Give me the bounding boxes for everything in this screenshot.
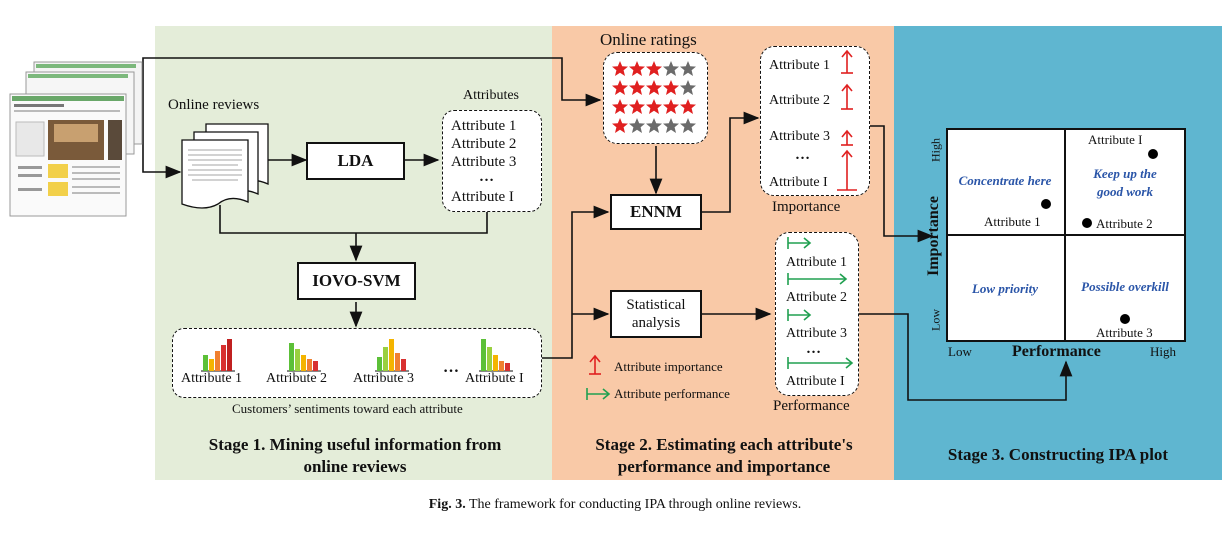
ipa-x-high: High: [1150, 344, 1176, 359]
website-screenshots: [9, 61, 143, 217]
quadrant-concentrate-here: Concentrate here: [958, 173, 1052, 188]
performance-ellipsis: …: [806, 341, 821, 357]
quadrant-possible-overkill: Possible overkill: [1081, 279, 1169, 294]
sentiment-attr: Attribute 3: [353, 371, 415, 386]
ipa-y-low: Low: [928, 309, 943, 331]
performance-arrows: [787, 237, 854, 369]
ipa-point-attribute-1: [1041, 199, 1051, 209]
importance-attr: Attribute I: [769, 175, 828, 190]
importance-attr: Attribute 3: [769, 129, 831, 144]
performance-attr: Attribute 2: [786, 290, 848, 305]
point-label-attribute-1: Attribute 1: [984, 214, 1041, 229]
legend-importance: Attribute importance: [614, 359, 723, 374]
quadrant-low-priority: Low priority: [971, 281, 1039, 296]
attribute-item: Attribute 2: [451, 136, 517, 152]
legend-performance: Attribute performance: [614, 386, 730, 401]
ipa-plot: Concentrate here Keep up the good work L…: [946, 128, 1186, 342]
performance-box: Attribute 1 Attribute 2 Attribute 3 … At…: [775, 232, 859, 396]
ipa-y-axis-label: Importance: [925, 196, 942, 276]
sentiment-attr: Attribute 2: [266, 371, 328, 386]
sentiments-caption: Customers’ sentiments toward each attrib…: [232, 401, 463, 416]
sentiment-bar-icon: [375, 339, 409, 372]
quadrant-keep-up: Keep up the good work: [1093, 166, 1157, 199]
iovo-svm-box: IOVO-SVM: [297, 262, 416, 300]
review-documents-icon: [181, 123, 269, 209]
importance-attr: Attribute 2: [769, 93, 831, 108]
point-label-attribute-I: Attribute I: [1088, 132, 1143, 147]
lda-box: LDA: [306, 142, 405, 180]
attributes-box: Attribute 1 Attribute 2 Attribute 3 … At…: [442, 110, 542, 212]
ipa-point-attribute-3: [1120, 314, 1130, 324]
sentiment-bar-icon: [201, 339, 235, 372]
performance-label: Performance: [773, 398, 850, 414]
sentiments-box: Attribute 1 Attribute 2 Attribute 3 … At…: [172, 328, 542, 398]
ipa-x-low: Low: [948, 344, 972, 359]
attribute-ellipsis: …: [479, 169, 494, 185]
point-label-attribute-2: Attribute 2: [1096, 216, 1153, 231]
statistical-analysis-box: Statistical analysis: [610, 290, 702, 338]
ipa-y-high: High: [928, 138, 943, 162]
importance-arrows: [837, 49, 857, 191]
stage-2-title: Stage 2. Estimating each attribute's per…: [595, 435, 853, 476]
performance-attr: Attribute 3: [786, 326, 848, 341]
attribute-item: Attribute 3: [451, 154, 517, 170]
online-ratings-label: Online ratings: [600, 30, 697, 49]
figure-caption: Fig. 3. The framework for conducting IPA…: [0, 497, 1230, 513]
ipa-x-axis-label: Performance: [1012, 343, 1101, 360]
point-label-attribute-3: Attribute 3: [1096, 325, 1153, 340]
sentiment-ellipsis: …: [443, 359, 459, 376]
caption-label: Fig. 3.: [428, 497, 466, 512]
stage-1-title: Stage 1. Mining useful information from …: [208, 435, 502, 476]
star-ratings-icon: [612, 61, 696, 133]
importance-box: Attribute 1 Attribute 2 Attribute 3 … At…: [760, 46, 870, 196]
caption-text: The framework for conducting IPA through…: [465, 497, 802, 512]
ipa-point-attribute-I: [1148, 149, 1158, 159]
attributes-heading: Attributes: [463, 88, 519, 103]
attribute-item: Attribute 1: [451, 118, 517, 134]
importance-attr: Attribute 1: [769, 58, 831, 73]
sentiment-attr: Attribute I: [465, 371, 524, 386]
importance-label: Importance: [772, 199, 841, 215]
sentiment-bar-icon: [287, 343, 321, 372]
legend-icons: [586, 354, 611, 400]
sentiment-attr: Attribute 1: [181, 371, 243, 386]
ipa-horizontal-divider: [948, 234, 1184, 236]
importance-ellipsis: …: [795, 147, 810, 163]
ratings-box: [603, 52, 708, 144]
online-reviews-label: Online reviews: [168, 97, 260, 113]
performance-attr: Attribute 1: [786, 255, 848, 270]
ennm-box: ENNM: [610, 194, 702, 230]
ipa-point-attribute-2: [1082, 218, 1092, 228]
sentiment-bar-icon: [479, 339, 513, 372]
attribute-item: Attribute I: [451, 189, 514, 205]
stage-3-title: Stage 3. Constructing IPA plot: [947, 445, 1169, 464]
performance-attr: Attribute I: [786, 374, 845, 389]
